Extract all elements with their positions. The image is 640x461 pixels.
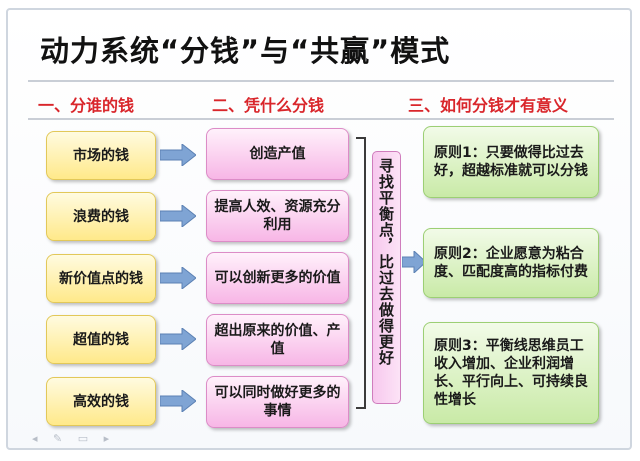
arrow-right-icon: [160, 144, 196, 166]
source-surplus: 超值的钱: [46, 315, 156, 364]
source-waste: 浪费的钱: [46, 192, 156, 241]
balance-point-box: 寻找平衡点，比过去做得更好: [372, 151, 401, 404]
arrow-right-icon: [160, 205, 196, 227]
arrow-right-icon: [160, 390, 196, 412]
principle-3: 原则3：平衡线思维员工收入增加、企业利润增长、平行向上、可持续良性增长: [423, 322, 599, 424]
reason-innovation: 可以创新更多的价值: [206, 252, 349, 304]
grouping-bracket: [356, 137, 366, 409]
principle-1: 原则1：只要做得比过去好，超越标准就可以分钱: [423, 126, 599, 198]
arrow-right-icon: [160, 267, 196, 289]
reason-exceed: 超出原来的价值、产值: [206, 314, 349, 366]
header-who: 一、分谁的钱: [38, 96, 135, 115]
arrow-right-icon: [160, 328, 196, 350]
source-market: 市场的钱: [46, 131, 156, 180]
reason-efficiency: 提高人效、资源充分利用: [206, 190, 349, 242]
balance-point-text: 寻找平衡点，比过去做得更好: [377, 158, 395, 366]
header-why: 二、凭什么分钱: [212, 96, 325, 115]
header-how: 三、如何分钱才有意义: [408, 96, 569, 115]
title-divider: [28, 80, 614, 82]
source-new-value: 新价值点的钱: [46, 254, 156, 303]
reason-output: 创造产值: [206, 128, 349, 180]
source-efficiency: 高效的钱: [46, 377, 156, 426]
slide-toolbar-icons: ◂ ✎ ▭ ▸: [32, 432, 116, 445]
principle-2: 原则2：企业愿意为粘合度、匹配度高的指标付费: [423, 228, 599, 298]
header-divider: [28, 118, 614, 120]
reason-multitask: 可以同时做好更多的事情: [206, 376, 349, 428]
slide-title: 动力系统“分钱”与“共赢”模式: [40, 34, 451, 68]
arrow-right-icon: [402, 251, 426, 273]
